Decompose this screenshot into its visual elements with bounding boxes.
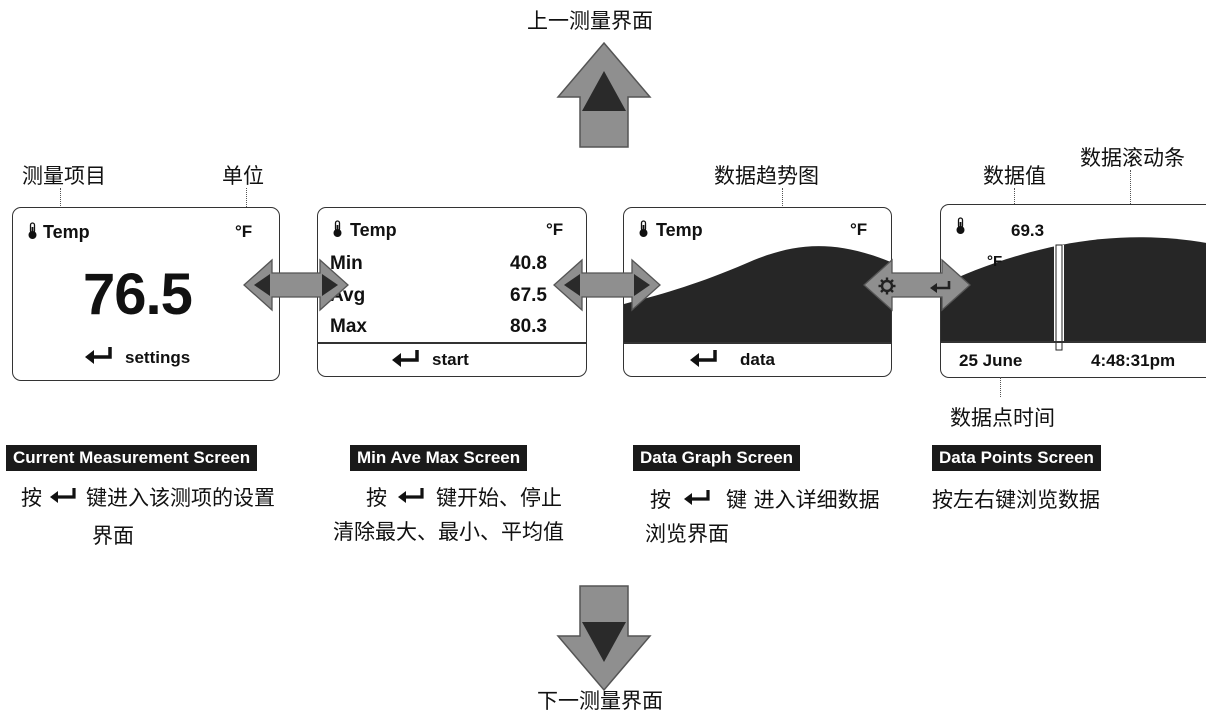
- arrow-down-icon[interactable]: [554, 584, 654, 692]
- min-ave-max-screen: Temp °F Min 40.8 Avg 67.5 Max 80.3 start: [317, 207, 587, 377]
- graph-desc-line2: 浏览界面: [645, 522, 729, 546]
- thermometer-icon: [27, 222, 38, 244]
- unit-label: °F: [546, 220, 564, 239]
- current-measurement-screen: Temp °F 76.5 settings: [12, 207, 280, 381]
- data-points-screen: 69.3 °F 25 June 4:48:31pm: [940, 204, 1206, 378]
- current-value: 76.5: [83, 262, 193, 327]
- minavemax-desc-press: 按: [366, 486, 387, 510]
- data-point-date: 25 June: [959, 351, 1023, 370]
- enter-icon: [684, 489, 712, 509]
- annotation-point-time: 数据点时间: [950, 406, 1055, 430]
- prev-screen-label: 上一测量界面: [527, 9, 653, 33]
- next-screen-label: 下一测量界面: [537, 689, 663, 713]
- minavemax-screen-caption: Min Ave Max Screen: [350, 445, 528, 471]
- data-graph-screen: Temp °F data: [623, 207, 892, 377]
- annotation-scrollbar: 数据滚动条: [1080, 146, 1185, 170]
- measurement-item-label: Temp: [43, 222, 90, 242]
- annotation-data-value: 数据值: [983, 164, 1046, 188]
- graph-desc-press: 按: [650, 488, 671, 512]
- points-desc: 按左右键浏览数据: [932, 488, 1100, 512]
- avg-value: 67.5: [510, 285, 547, 306]
- thermometer-icon: [638, 220, 649, 242]
- minavemax-desc-line2: 清除最大、最小、平均值: [333, 520, 564, 544]
- gear-icon[interactable]: [878, 277, 896, 299]
- gear-enter-double-arrow[interactable]: [862, 258, 972, 312]
- current-desc-line2: 界面: [92, 524, 134, 548]
- minavemax-desc-text: 键开始、停止: [436, 486, 562, 510]
- footer-divider: [941, 341, 1206, 343]
- data-point-value: 69.3: [1011, 221, 1045, 240]
- unit-leader: [246, 188, 247, 215]
- unit-label: °F: [850, 220, 868, 239]
- unit-label: °F: [235, 222, 253, 241]
- footer-divider: [624, 342, 891, 344]
- annotation-measure-item: 测量项目: [22, 164, 106, 188]
- graph-desc-text: 键 进入详细数据: [726, 488, 880, 512]
- enter-icon[interactable]: [85, 346, 115, 368]
- double-arrow-icon[interactable]: [242, 258, 350, 312]
- graph-screen-caption: Data Graph Screen: [633, 445, 801, 471]
- current-desc-text: 键进入该测项的设置: [86, 486, 275, 510]
- enter-icon: [398, 487, 426, 507]
- measurement-item-label: Temp: [350, 220, 397, 240]
- point-time-leader: [1000, 377, 1001, 397]
- measure-item-leader: [60, 188, 61, 214]
- current-screen-caption: Current Measurement Screen: [6, 445, 258, 471]
- trend-graph: [624, 246, 891, 342]
- max-value: 80.3: [510, 316, 547, 337]
- min-label: Min: [330, 253, 363, 274]
- data-point-time: 4:48:31pm: [1091, 351, 1176, 370]
- current-desc-press: 按: [21, 486, 42, 510]
- enter-icon: [50, 487, 78, 507]
- settings-action-label: settings: [125, 348, 191, 367]
- enter-icon[interactable]: [392, 349, 422, 371]
- data-action-label: data: [740, 350, 775, 369]
- annotation-trend: 数据趋势图: [714, 164, 819, 188]
- enter-icon[interactable]: [930, 279, 952, 298]
- thermometer-icon: [332, 220, 343, 242]
- start-action-label: start: [432, 350, 469, 369]
- data-value-leader: [1014, 188, 1015, 210]
- measurement-item-label: Temp: [656, 220, 703, 240]
- enter-icon[interactable]: [690, 349, 720, 371]
- max-label: Max: [330, 316, 367, 337]
- double-arrow-icon[interactable]: [552, 258, 662, 312]
- trend-graph: [941, 237, 1206, 351]
- thermometer-icon: [955, 217, 966, 239]
- min-value: 40.8: [510, 253, 547, 274]
- arrow-up-icon[interactable]: [554, 41, 654, 149]
- unit-label: °F: [987, 253, 1003, 270]
- annotation-unit: 单位: [222, 164, 264, 188]
- scrollbar-leader-vertical: [1130, 170, 1131, 230]
- points-screen-caption: Data Points Screen: [932, 445, 1101, 471]
- footer-divider: [318, 342, 586, 344]
